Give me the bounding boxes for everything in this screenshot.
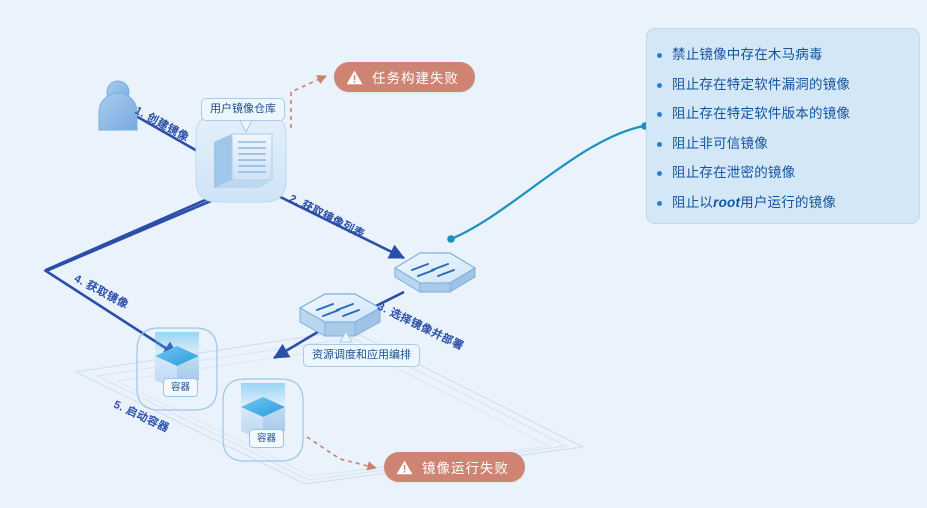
policy-item-label: 阻止存在特定软件漏洞的镜像 — [672, 76, 851, 92]
policy-item: 阻止存在特定软件版本的镜像 — [657, 106, 910, 121]
policy-link-curve — [447, 122, 649, 243]
error-connector-build — [290, 75, 327, 128]
container-2-label: 容器 — [249, 429, 285, 448]
orchestration-box-icon — [298, 293, 382, 337]
container-node-2 — [222, 378, 304, 462]
policy-item-label: 禁止镜像中存在木马病毒 — [672, 47, 823, 62]
error-connectors — [290, 75, 377, 471]
policy-item: 阻止非可信镜像 — [657, 135, 910, 151]
arrow-step-2 — [257, 184, 405, 260]
policy-item-label: 阻止非可信镜像 — [672, 135, 768, 151]
warning-triangle-icon — [346, 70, 363, 84]
network-switch-icon — [393, 252, 477, 293]
warning-triangle-icon — [396, 460, 413, 474]
policy-item: 阻止存在特定软件漏洞的镜像 — [657, 76, 910, 92]
server-rack-icon — [214, 133, 273, 188]
policy-panel: 禁止镜像中存在木马病毒 阻止存在特定软件漏洞的镜像 阻止存在特定软件版本的镜像 … — [646, 28, 920, 224]
bullet-dot-icon — [657, 171, 662, 176]
error-connector-run — [306, 436, 377, 471]
orchestrator-label: 资源调度和应用编排 — [303, 344, 420, 367]
container-node-1 — [136, 327, 218, 411]
container-1-label: 容器 — [163, 378, 199, 397]
policy-item-suffix: 用户运行的镜像 — [740, 194, 837, 210]
status-badge-label: 任务构建失败 — [372, 71, 459, 86]
policy-item-prefix: 阻止以 — [672, 194, 714, 210]
bullet-dot-icon — [657, 141, 662, 147]
registry-node — [195, 113, 287, 203]
bullet-dot-icon — [657, 200, 662, 206]
arrow-step-4 — [44, 188, 230, 272]
policy-item-label: 阻止存在泄密的镜像 — [672, 165, 796, 180]
arrow-step-4-path — [43, 190, 233, 358]
status-badge-build-failed: 任务构建失败 — [334, 62, 475, 92]
registry-label: 用户镜像仓库 — [201, 98, 285, 121]
status-badge-label: 镜像运行失败 — [422, 461, 509, 476]
policy-item: 阻止存在泄密的镜像 — [657, 165, 910, 180]
status-badge-run-failed: 镜像运行失败 — [384, 452, 525, 482]
bullet-dot-icon — [657, 82, 662, 88]
bullet-dot-icon — [657, 112, 662, 117]
policy-item: 禁止镜像中存在木马病毒 — [657, 47, 910, 62]
policy-item-emphasis: root — [713, 194, 741, 210]
policy-item: 阻止以root用户运行的镜像 — [657, 194, 910, 210]
user-avatar-icon — [98, 80, 138, 131]
policy-list: 禁止镜像中存在木马病毒 阻止存在特定软件漏洞的镜像 阻止存在特定软件版本的镜像 … — [646, 28, 920, 210]
bullet-dot-icon — [657, 53, 662, 58]
label-pointer-tails — [239, 119, 353, 343]
policy-item-label: 阻止存在特定软件版本的镜像 — [672, 106, 851, 121]
